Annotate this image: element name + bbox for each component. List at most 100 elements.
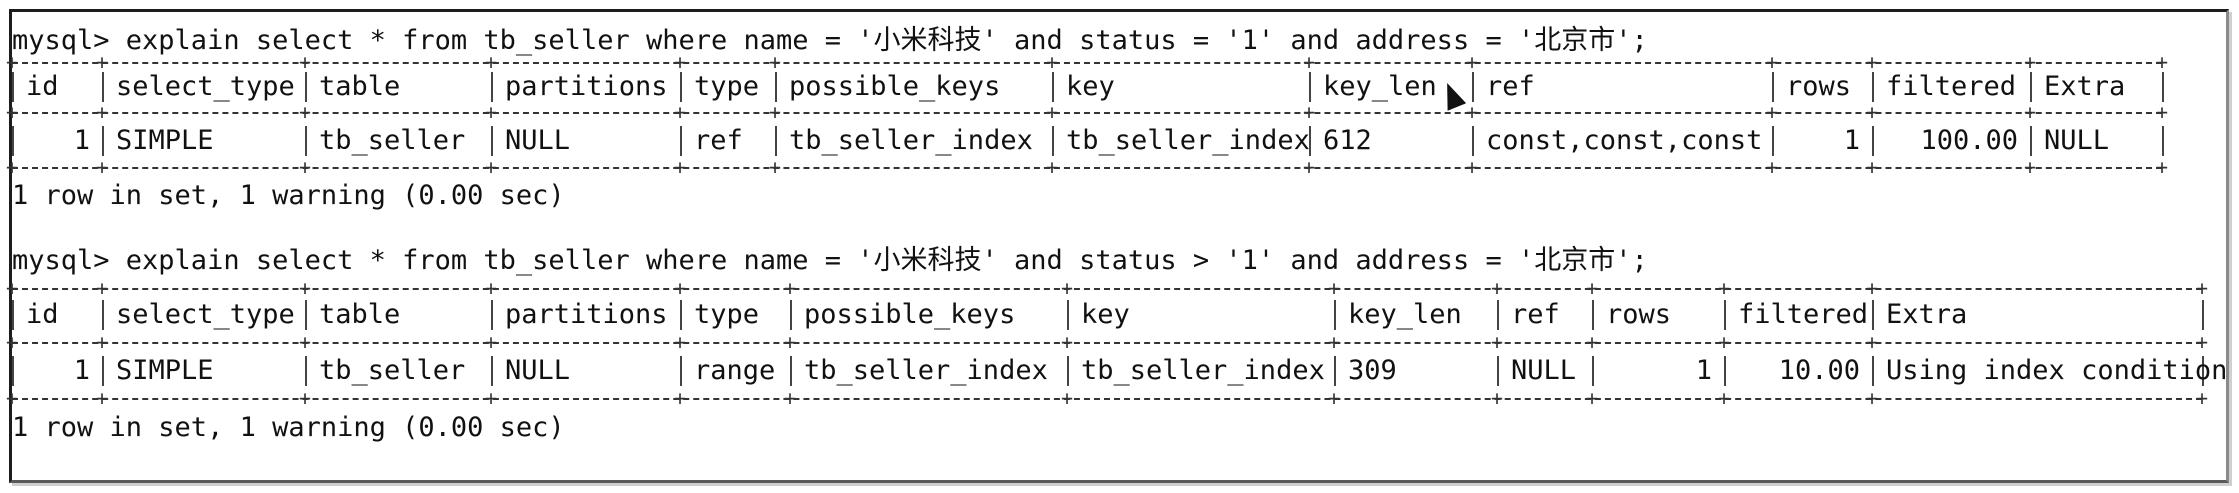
column-divider [1067,300,1069,330]
column-header: rows [1606,299,1672,330]
column-divider [1592,356,1594,386]
table-cell: NULL [2044,125,2110,156]
column-divider [491,356,493,386]
terminal-window: mysql> explain select * from tb_seller w… [6,9,2229,483]
border-corner: + [1585,276,1599,300]
column-divider [775,72,777,102]
column-header: filtered [1738,299,1869,330]
column-divider [2202,356,2204,386]
border-corner: + [1302,100,1316,124]
border-corner: + [95,50,109,74]
border-corner: + [673,50,687,74]
column-divider [305,300,307,330]
table-border-mid-2: +++++++++++++ [6,332,2208,352]
border-corner: + [2023,100,2037,124]
table-cell: 309 [1348,355,1397,386]
column-divider [491,126,493,156]
border-corner: + [1302,155,1316,179]
border-corner: + [673,100,687,124]
border-corner: + [5,386,19,410]
table-border-top-1: +++++++++++++ [6,52,2168,72]
column-header: table [319,299,401,330]
column-header: possible_keys [789,71,1001,102]
table-cell: ref [694,125,743,156]
column-divider [680,300,682,330]
column-divider [2030,72,2032,102]
column-divider [491,300,493,330]
border-corner: + [1865,100,1879,124]
column-divider [1724,356,1726,386]
table-cell: SIMPLE [116,355,214,386]
border-corner: + [783,386,797,410]
column-header: key_len [1323,71,1437,102]
border-corner: + [1045,100,1059,124]
table-cell: tb_seller_index [804,355,1048,386]
column-header: type [694,71,760,102]
table-cell: NULL [505,355,571,386]
border-corner: + [2195,386,2209,410]
column-header: table [319,71,401,102]
border-corner: + [1045,50,1059,74]
column-divider [491,72,493,102]
column-divider [1309,72,1311,102]
border-corner: + [95,100,109,124]
table-border-top-2: +++++++++++++ [6,278,2208,298]
border-corner: + [95,155,109,179]
border-corner: + [1060,386,1074,410]
column-divider [1472,126,1474,156]
column-divider [680,72,682,102]
table-cell: tb_seller_index [789,125,1033,156]
terminal-output: mysql> explain select * from tb_seller w… [6,12,2227,480]
border-corner: + [1765,50,1779,74]
border-corner: + [95,276,109,300]
border-corner: + [1060,276,1074,300]
column-header: rows [1786,71,1852,102]
column-header: possible_keys [804,299,1016,330]
column-header: Extra [1886,299,1968,330]
border-corner: + [5,100,19,124]
border-corner: + [673,155,687,179]
column-divider [102,72,104,102]
query-command-2: mysql> explain select * from tb_seller w… [12,245,1648,276]
table-cell: tb_seller_index [1081,355,1325,386]
column-divider [1067,356,1069,386]
table-cell: 100.00 [1920,125,2018,156]
column-divider [305,72,307,102]
column-divider [2162,126,2164,156]
column-divider [305,356,307,386]
border-corner: + [1490,276,1504,300]
border-corner: + [484,330,498,354]
column-divider [2202,300,2204,330]
border-corner: + [2195,330,2209,354]
border-corner: + [2023,155,2037,179]
border-corner: + [1765,155,1779,179]
column-divider [12,356,14,386]
column-divider [102,126,104,156]
column-divider [305,126,307,156]
column-header: select_type [116,299,295,330]
column-divider [1772,126,1774,156]
border-corner: + [484,386,498,410]
border-corner: + [2195,276,2209,300]
column-header: key_len [1348,299,1462,330]
table-cell: 1 [1843,125,1860,156]
border-corner: + [783,276,797,300]
column-header: partitions [505,299,668,330]
table-cell: const,const,const [1486,125,1763,156]
border-corner: + [1327,386,1341,410]
column-divider [1772,72,1774,102]
column-header: select_type [116,71,295,102]
border-corner: + [1327,276,1341,300]
border-corner: + [783,330,797,354]
border-corner: + [2023,50,2037,74]
column-divider [1309,126,1311,156]
border-corner: + [1865,155,1879,179]
border-corner: + [298,330,312,354]
column-divider [12,126,14,156]
column-header: key [1081,299,1130,330]
column-header: Extra [2044,71,2126,102]
border-corner: + [484,100,498,124]
border-corner: + [673,330,687,354]
border-corner: + [1585,386,1599,410]
table-cell: range [694,355,776,386]
